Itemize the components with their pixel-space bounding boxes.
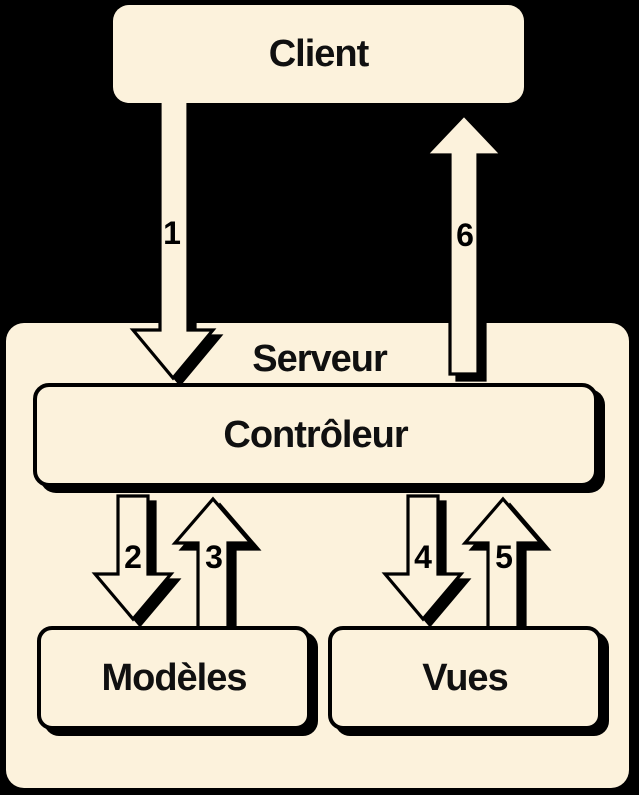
models-box: Modèles xyxy=(37,626,311,730)
arrow-1-number: 1 xyxy=(163,215,181,251)
server-label: Serveur xyxy=(252,338,388,380)
arrow-3-number: 3 xyxy=(205,539,223,575)
client-box: Client xyxy=(113,5,524,103)
arrow-6-number: 6 xyxy=(456,217,474,253)
client-label: Client xyxy=(268,32,370,75)
views-label: Vues xyxy=(422,656,508,699)
arrow-5-number: 5 xyxy=(495,539,513,575)
controller-label: Contrôleur xyxy=(223,413,408,456)
views-box: Vues xyxy=(328,626,602,730)
controller-box: Contrôleur xyxy=(33,383,598,487)
models-label: Modèles xyxy=(101,656,247,699)
arrow-2-number: 2 xyxy=(124,539,142,575)
arrow-4-number: 4 xyxy=(414,539,432,575)
